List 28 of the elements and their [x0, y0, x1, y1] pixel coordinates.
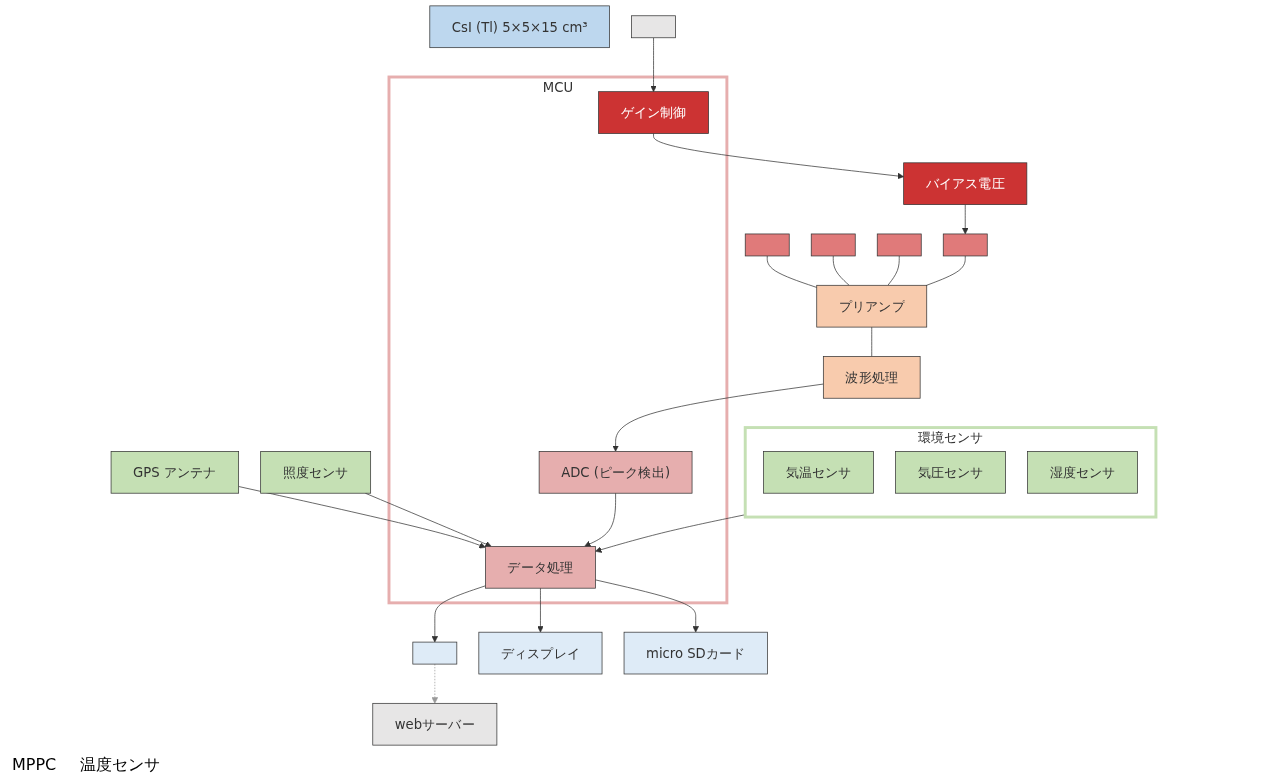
node-box — [876, 233, 922, 257]
node-box: CsI (Tl) 5×5×15 cm³ — [429, 5, 610, 49]
component-label: 温度センサ — [80, 755, 161, 776]
node-box: 気温センサ — [763, 451, 874, 494]
node-box: データ処理 — [485, 546, 596, 589]
connector — [871, 326, 873, 357]
connector — [766, 255, 818, 288]
node-box: micro SDカード — [623, 631, 768, 675]
node-box: GPS アンテナ — [110, 451, 239, 494]
node-box — [631, 15, 676, 39]
node-box: 気圧センサ — [895, 451, 1006, 494]
connector — [832, 255, 850, 286]
node-box: webサーバー — [372, 702, 498, 746]
connector — [926, 255, 966, 286]
node-box — [744, 233, 790, 257]
node-box: ゲイン制御 — [598, 91, 709, 134]
component-label: MPPC — [12, 755, 57, 776]
node-box: バイアス電圧 — [903, 162, 1028, 205]
node-box: プリアンプ — [816, 284, 928, 328]
node-box: ディスプレイ — [478, 631, 603, 675]
node-box — [942, 233, 988, 257]
node-box: 波形処理 — [822, 356, 921, 399]
node-box — [412, 641, 458, 665]
connector — [887, 255, 900, 286]
node-box: ADC (ピーク検出) — [538, 451, 693, 494]
node-box: 湿度センサ — [1027, 451, 1138, 494]
node-box — [810, 233, 856, 257]
node-box: 照度センサ — [260, 451, 372, 494]
